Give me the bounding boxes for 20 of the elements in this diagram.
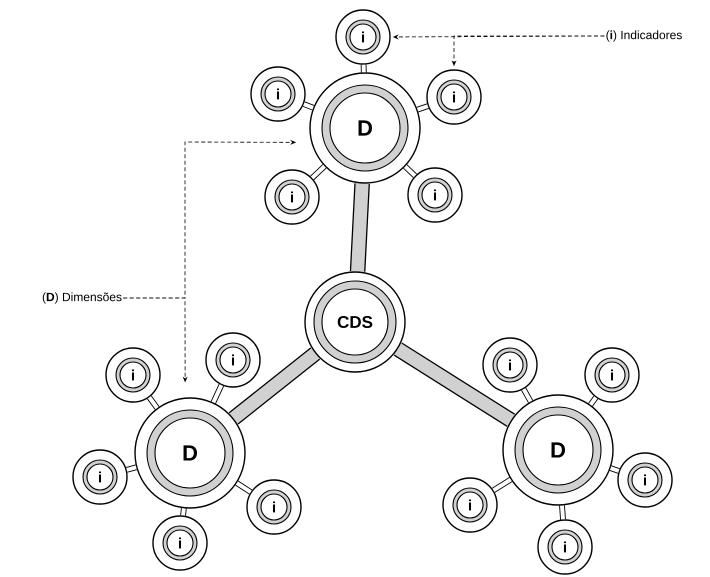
connector [180,508,187,516]
band [394,342,516,427]
connector [126,464,137,473]
connector [302,101,314,110]
callout-text: (i) Indicadores [606,30,682,42]
connector [403,164,417,178]
band [350,183,370,272]
band [228,347,320,424]
connector [235,480,252,494]
connector [521,388,534,403]
connector [310,164,327,180]
connector [416,103,429,112]
connector [588,396,598,406]
connector [559,505,566,520]
connector [147,396,160,410]
connector [360,64,367,72]
connector [210,384,224,404]
connector [610,465,620,474]
connector [492,477,512,493]
callout-text: (D) Dimensões [42,292,122,304]
